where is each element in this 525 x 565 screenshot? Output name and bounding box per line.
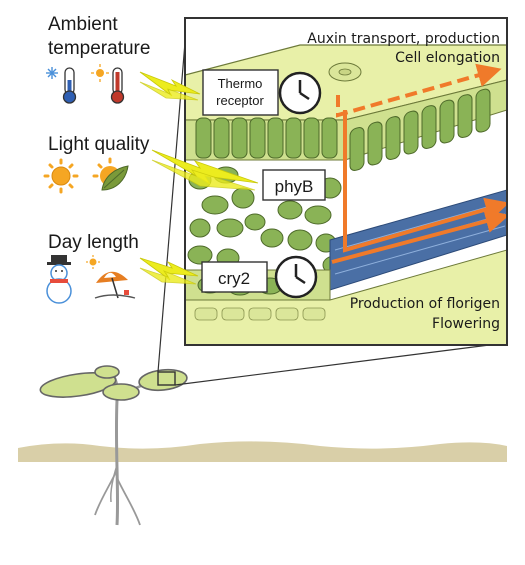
cue-light-quality: Light quality (48, 134, 150, 155)
cue-day-length: Day length (48, 232, 139, 253)
cue-ambient-temperature-line2: temperature (48, 38, 151, 59)
clock-icon (274, 255, 318, 299)
signal-bolt-light (151, 149, 259, 191)
phyb-box: phyB (262, 169, 326, 201)
thermo-receptor-box: Thermo receptor (202, 69, 279, 116)
cue-ambient-temperature-line1: Ambient (48, 14, 118, 35)
soil-surface (18, 441, 507, 462)
process-bottom-line1: Production of florigen (350, 296, 500, 312)
thermo-receptor-label-line1: Thermo (218, 76, 263, 91)
clock-icon (278, 71, 322, 115)
snowflake-icon (46, 67, 58, 79)
inset-frame (184, 17, 508, 346)
sun-icon (43, 158, 79, 194)
process-bottom-line2: Flowering (432, 316, 500, 332)
signal-bolt-daylength (139, 257, 199, 285)
process-top-line2: Cell elongation (395, 50, 500, 66)
hot-thermometer-icon (110, 67, 125, 104)
cry2-label: cry2 (218, 269, 250, 288)
phyb-label: phyB (275, 177, 314, 196)
sun-icon (86, 255, 100, 269)
cold-thermometer-icon (62, 67, 77, 104)
palisade-cells (195, 88, 491, 171)
thermo-receptor-label-line2: receptor (216, 93, 264, 108)
shaded-sun-leaf-icon (92, 157, 129, 191)
zoom-callout (157, 17, 506, 386)
signal-bolt-temperature (139, 71, 201, 101)
snowman-icon (46, 255, 72, 304)
cry2-box: cry2 (201, 261, 268, 293)
sun-icon (91, 64, 109, 82)
auxin-pathway-arrows (331, 63, 507, 264)
beach-umbrella-icon (94, 271, 136, 299)
process-top-line1: Auxin transport, production (307, 31, 500, 47)
